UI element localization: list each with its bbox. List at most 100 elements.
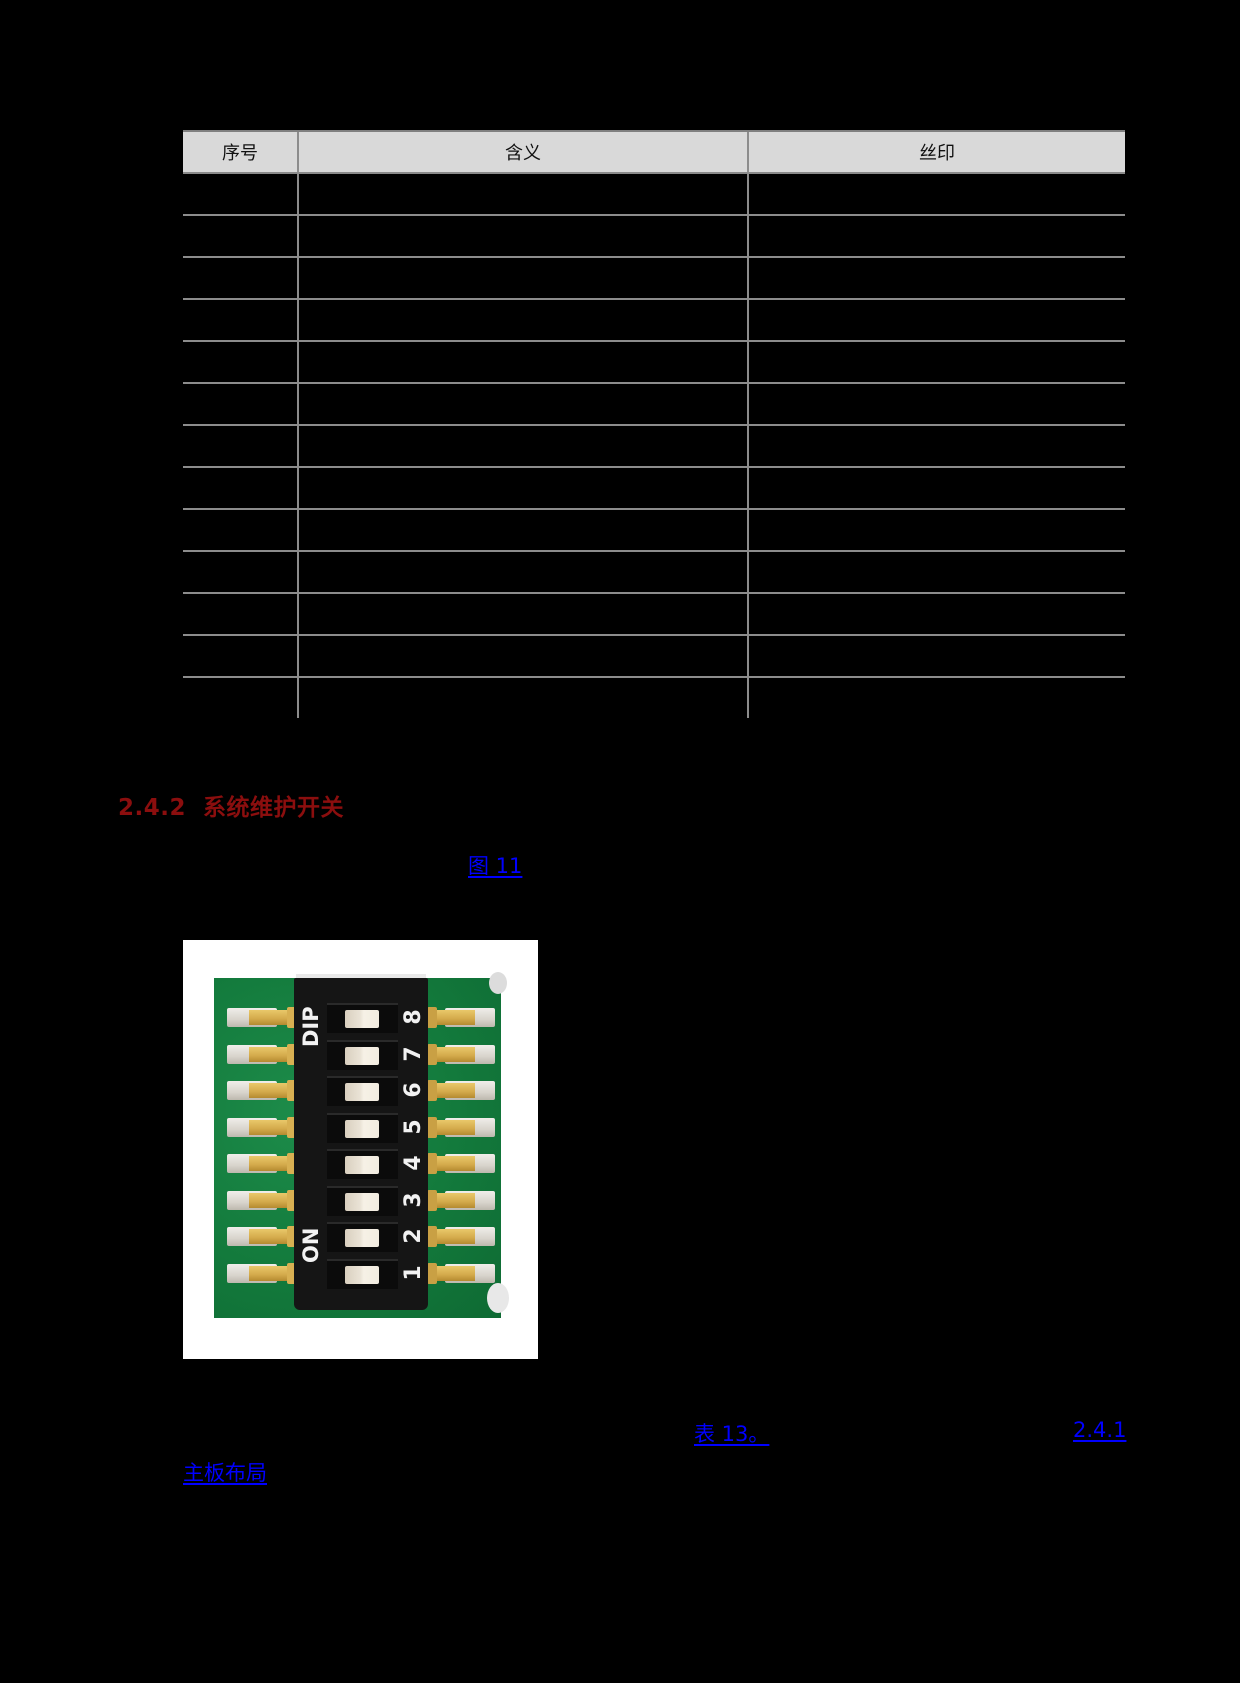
left-pin: [227, 1080, 297, 1101]
cell-meaning: [297, 341, 748, 384]
cell-silkscreen: [747, 341, 1125, 384]
cell-index: [183, 677, 298, 718]
switch-knob: [345, 1010, 379, 1028]
on-label: ON: [299, 1227, 323, 1263]
cell-meaning: [297, 257, 748, 300]
cell-index: [183, 257, 298, 300]
cell-silkscreen: [747, 383, 1125, 426]
table-row: [183, 551, 1125, 594]
right-pin: [427, 1043, 495, 1065]
pcb-board: DIP ON 8 7 6 5 4 3 2 1: [214, 972, 509, 1318]
cell-meaning: [297, 467, 748, 510]
switch-number: 6: [401, 1082, 426, 1098]
dip-switch-slot: [327, 1112, 398, 1143]
table-13-link[interactable]: 表 13。: [694, 1422, 770, 1446]
switch-knob: [345, 1192, 379, 1211]
left-pin: [227, 1043, 297, 1065]
cell-index: [183, 173, 298, 216]
section-2-4-1-link[interactable]: 2.4.1: [1073, 1418, 1127, 1442]
cell-meaning: [297, 677, 748, 718]
table-header-row: 序号 含义 丝印: [183, 130, 1125, 174]
cell-silkscreen: [747, 509, 1125, 552]
switch-knob: [345, 1265, 379, 1284]
dip-switch-slot: [327, 1258, 398, 1289]
silkscreen-table: 序号 含义 丝印: [183, 130, 1125, 718]
table-row: [183, 341, 1125, 384]
cell-silkscreen: [747, 677, 1125, 718]
right-pin: [427, 1116, 495, 1138]
right-pin: [427, 1226, 495, 1247]
cell-silkscreen: [747, 257, 1125, 300]
switch-knob: [345, 1156, 379, 1174]
cell-meaning: [297, 383, 748, 426]
cell-silkscreen: [747, 635, 1125, 678]
section-heading: 2.4.2 系统维护开关: [118, 795, 344, 821]
header-silkscreen: 丝印: [747, 130, 1125, 174]
cell-meaning: [297, 635, 748, 678]
table-row: [183, 425, 1125, 468]
switch-knob: [345, 1046, 379, 1065]
cell-index: [183, 551, 298, 594]
table-row: [183, 257, 1125, 300]
right-pin: [427, 1007, 495, 1028]
switch-number: 1: [401, 1264, 426, 1281]
switch-knob: [345, 1229, 379, 1247]
cell-index: [183, 467, 298, 510]
cell-index: [183, 341, 298, 384]
dip-switch-slot: [327, 1076, 398, 1106]
cell-index: [183, 299, 298, 342]
cell-meaning: [297, 425, 748, 468]
dip-switch-slot: [327, 1222, 398, 1252]
dip-switch-slot: [327, 1003, 398, 1033]
cell-meaning: [297, 593, 748, 636]
switch-knob: [345, 1119, 379, 1138]
table-row: [183, 215, 1125, 258]
right-pin: [427, 1189, 495, 1211]
left-pin: [227, 1262, 297, 1284]
cell-index: [183, 425, 298, 468]
header-meaning: 含义: [297, 130, 748, 174]
dip-switch-slot: [327, 1185, 398, 1216]
dip-switch-slot: [327, 1039, 398, 1070]
table-row: [183, 299, 1125, 342]
cell-silkscreen: [747, 467, 1125, 510]
dip-label: DIP: [299, 1006, 323, 1047]
switch-number: 3: [401, 1191, 426, 1208]
cell-meaning: [297, 509, 748, 552]
table-row: [183, 467, 1125, 510]
cell-silkscreen: [747, 551, 1125, 594]
table-row: [183, 383, 1125, 426]
cell-index: [183, 383, 298, 426]
left-pin: [227, 1153, 297, 1174]
right-pin: [427, 1080, 495, 1101]
table-row: [183, 635, 1125, 678]
dip-switch-slot: [327, 1149, 398, 1179]
right-pin: [427, 1153, 495, 1174]
switch-number: 7: [401, 1045, 426, 1062]
cell-meaning: [297, 173, 748, 216]
switch-number: 5: [401, 1118, 426, 1135]
cell-silkscreen: [747, 593, 1125, 636]
cell-silkscreen: [747, 299, 1125, 342]
switch-number: 2: [401, 1228, 426, 1244]
table-row: [183, 509, 1125, 552]
table-row: [183, 593, 1125, 636]
cell-meaning: [297, 299, 748, 342]
switch-number: 4: [401, 1155, 426, 1171]
cell-meaning: [297, 215, 748, 258]
left-pin: [227, 1116, 297, 1138]
dip-switch-body: DIP ON 8 7 6 5 4 3 2 1: [294, 978, 428, 1310]
cell-meaning: [297, 551, 748, 594]
switch-number: 8: [401, 1009, 426, 1025]
figure-11-link[interactable]: 图 11: [468, 854, 523, 878]
cell-index: [183, 215, 298, 258]
cell-index: [183, 635, 298, 678]
cell-silkscreen: [747, 173, 1125, 216]
cell-silkscreen: [747, 215, 1125, 258]
mainboard-layout-link[interactable]: 主板布局: [183, 1461, 267, 1485]
table-row: [183, 173, 1125, 216]
cell-index: [183, 509, 298, 552]
left-pin: [227, 1007, 297, 1028]
header-index: 序号: [183, 130, 298, 174]
dip-switch-figure: DIP ON 8 7 6 5 4 3 2 1: [183, 940, 538, 1359]
